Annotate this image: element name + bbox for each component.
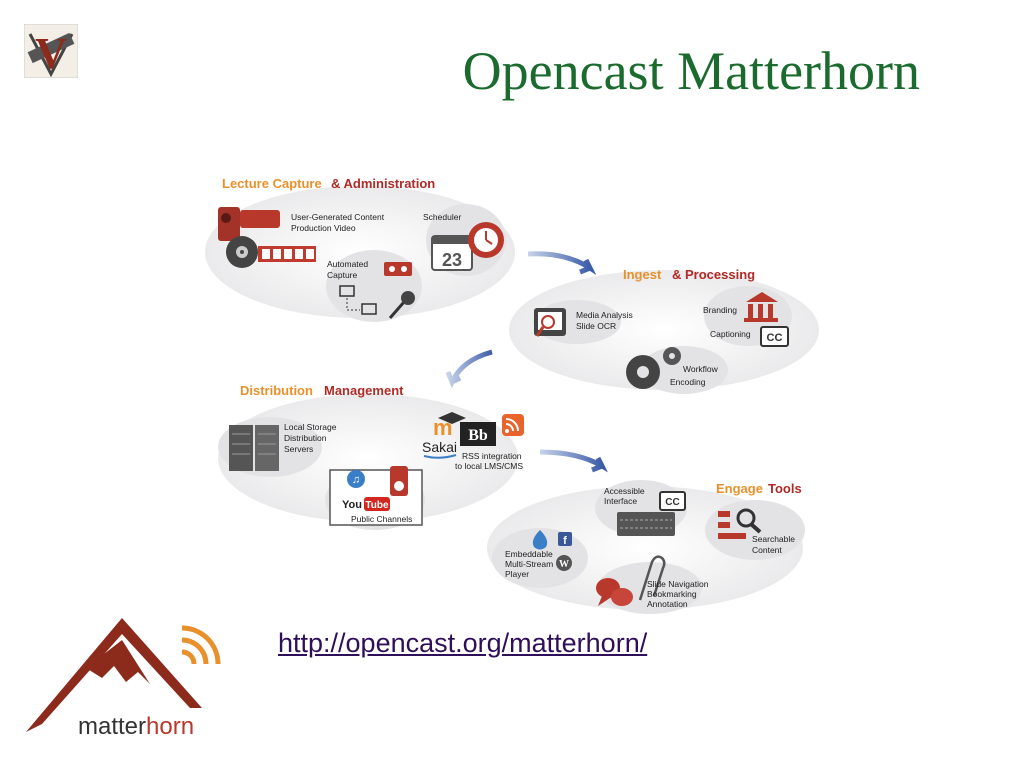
storage-label-3: Servers [284, 444, 313, 454]
storage-label-1: Local Storage [284, 422, 337, 432]
svg-text:W: W [559, 559, 569, 570]
section-distribution-management: Distribution Management Local Storage Di… [218, 383, 524, 530]
captioning-label: Captioning [710, 329, 751, 339]
workflow-bubble [640, 346, 728, 394]
auto-capture-label-1: Automated [327, 259, 368, 269]
v-film-logo: V [24, 24, 78, 78]
film-strip-icon [258, 246, 316, 262]
search-icon [718, 508, 762, 539]
blackboard-icon: Bb [460, 422, 496, 446]
logo-word-matter: matterhorn [78, 713, 194, 740]
public-channels-label: Public Channels [351, 514, 412, 524]
flow-arrow-2 [445, 349, 493, 389]
video-camera-icon [218, 207, 280, 241]
section-title-b: Tools [768, 481, 802, 496]
embed-label-2: Multi-Stream [505, 559, 553, 569]
drupal-icon [532, 530, 548, 550]
capture-device-icon [384, 262, 412, 276]
slide-nav-label-3: Annotation [647, 599, 688, 609]
svg-text:Tube: Tube [365, 500, 389, 511]
workflow-label: Workflow [683, 364, 719, 374]
sakai-swoosh [423, 454, 457, 459]
microphone-icon [388, 291, 415, 319]
slide-nav-label-1: Slide Navigation [647, 579, 709, 589]
building-icon [744, 292, 778, 322]
computer-icon [339, 285, 377, 315]
v-letter: V [35, 29, 67, 78]
section-title-b: & Processing [672, 267, 755, 282]
branding-label: Branding [703, 305, 737, 315]
paperclip-icon [638, 555, 666, 601]
section-title-a: Ingest [623, 267, 662, 282]
moodle-icon: m [433, 412, 466, 440]
section-title-b: & Administration [331, 176, 435, 191]
closed-caption-icon: CC [760, 326, 789, 347]
ugc-label-2: Production Video [291, 223, 356, 233]
gears-icon [626, 347, 681, 389]
media-analysis-label-1: Media Analysis [576, 310, 633, 320]
accessible-label-1: Accessible [604, 486, 645, 496]
dvd-icon [226, 236, 258, 268]
section-lecture-capture: Lecture Capture & Administration User-Ge… [205, 176, 515, 322]
keyboard-icon [617, 512, 675, 536]
flow-arrow-1 [527, 251, 597, 275]
svg-text:♫: ♫ [352, 474, 360, 486]
embed-label-1: Embeddable [505, 549, 553, 559]
mountain-icon [26, 618, 202, 732]
flow-arrow-3 [539, 449, 608, 473]
svg-text:f: f [563, 535, 567, 547]
slide-ocr-icon [534, 308, 566, 337]
calendar-day: 23 [442, 250, 462, 270]
section-ingest-processing: Ingest & Processing Media Analysis Slide… [509, 267, 819, 394]
svg-text:You: You [342, 499, 362, 511]
clock-icon [468, 222, 504, 258]
encoding-label: Encoding [670, 377, 706, 387]
scheduler-label: Scheduler [423, 212, 461, 222]
rss-label-2: to local LMS/CMS [455, 461, 523, 471]
media-player-icon [390, 466, 408, 496]
rss-icon [502, 414, 524, 436]
section-title-b: Management [324, 383, 404, 398]
wordpress-icon: W [556, 555, 572, 571]
section-engage-tools: Engage Tools Accessible Interface CC Sea… [487, 480, 805, 614]
server-rack-icon [229, 425, 279, 471]
calendar-icon: 23 [431, 235, 473, 271]
accessible-label-2: Interface [604, 496, 637, 506]
svg-text:CC: CC [767, 332, 783, 344]
matterhorn-url-link[interactable]: http://opencast.org/matterhorn/ [278, 628, 648, 658]
matterhorn-logo: matterhorn [26, 618, 221, 740]
broadcast-waves-icon [181, 625, 221, 665]
searchable-label-2: Content [752, 545, 782, 555]
slide-title: Opencast Matterhorn [462, 41, 920, 101]
sakai-logo: Sakai [422, 439, 457, 455]
section-title-a: Distribution [240, 383, 313, 398]
svg-text:Bb: Bb [468, 427, 488, 444]
rss-label-1: RSS integration [462, 451, 522, 461]
closed-caption-icon: CC [659, 491, 686, 511]
ugc-label-1: User-Generated Content [291, 212, 385, 222]
auto-capture-label-2: Capture [327, 270, 358, 280]
embed-label-3: Player [505, 569, 529, 579]
slide-nav-label-2: Bookmarking [647, 589, 697, 599]
searchable-label-1: Searchable [752, 534, 795, 544]
speech-bubbles-icon [596, 578, 633, 606]
svg-text:CC: CC [665, 497, 679, 508]
itunes-icon: ♫ [347, 470, 365, 488]
youtube-icon: You Tube [342, 497, 390, 511]
storage-label-2: Distribution [284, 433, 327, 443]
section-title-a: Lecture Capture [222, 176, 322, 191]
media-analysis-label-2: Slide OCR [576, 321, 616, 331]
section-title-a: Engage [716, 481, 763, 496]
facebook-icon: f [558, 532, 572, 547]
